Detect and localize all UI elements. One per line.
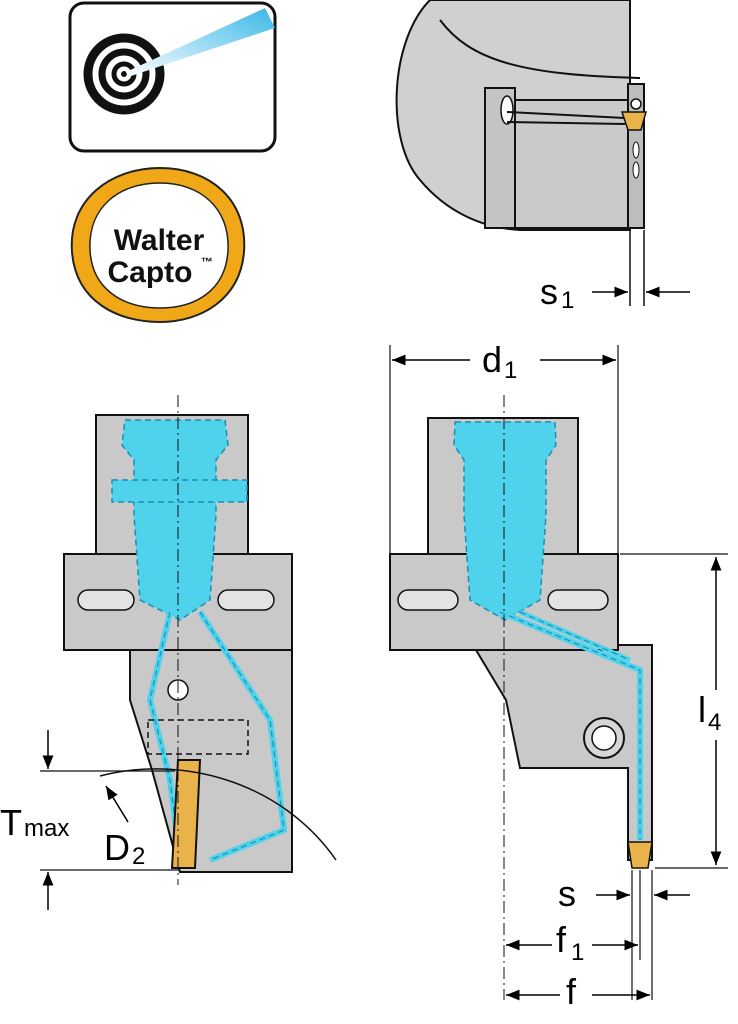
dim-f1-label: f: [556, 919, 567, 960]
logo-trademark: ™: [201, 255, 213, 269]
walter-capto-logo: Walter Capto ™: [70, 166, 246, 324]
left-tool-view: [40, 395, 337, 910]
logo-line-capto: Capto: [108, 256, 193, 289]
dim-f1-subscript: 1: [571, 939, 584, 966]
dim-tmax-subscript: max: [24, 815, 69, 842]
dim-d2-label: D: [104, 827, 130, 868]
dim-s1-subscript: 1: [561, 287, 574, 314]
detail-view: [395, 0, 690, 306]
right-tool-view: [389, 345, 728, 1001]
dim-d1-label: d: [482, 339, 502, 380]
logo-line-walter: Walter: [114, 224, 205, 257]
dim-d1-subscript: 1: [504, 357, 517, 384]
dim-f-label: f: [566, 971, 577, 1012]
dim-tmax-label: T: [0, 802, 22, 843]
dim-s1-label: s: [540, 271, 558, 312]
dim-l4-label: l: [698, 689, 706, 730]
dim-d2-subscript: 2: [132, 843, 145, 870]
dim-s-label: s: [558, 873, 576, 914]
dim-l4-subscript: 4: [708, 709, 721, 736]
coolant-target-icon: [68, 1, 277, 153]
